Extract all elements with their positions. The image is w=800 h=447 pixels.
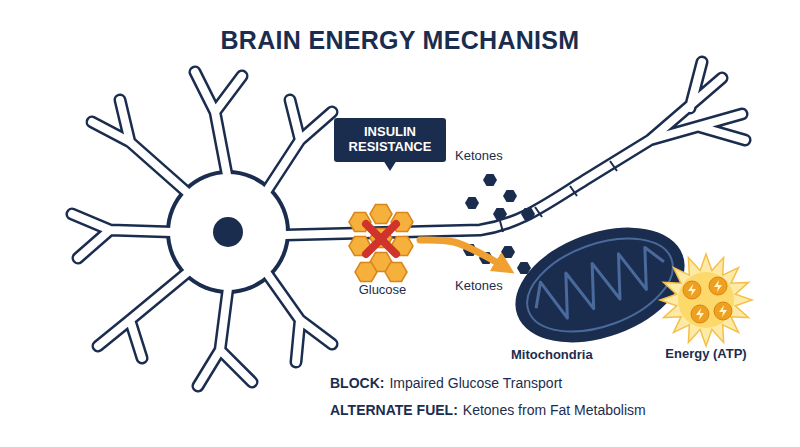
mitochondria-node: Mitochondria <box>505 215 690 365</box>
nucleus <box>213 217 243 247</box>
ketone-hexagon <box>503 190 517 202</box>
atp-bolt <box>691 305 709 323</box>
energy-burst <box>660 254 752 346</box>
drawing-part <box>198 288 252 386</box>
node-label: INSULIN RESISTANCE <box>341 125 439 155</box>
drawing-part <box>98 272 188 358</box>
drawing-part <box>366 224 396 254</box>
drawing-part <box>285 62 745 235</box>
glucose-hexagon <box>355 263 377 282</box>
atp-bolt <box>683 281 701 299</box>
bolt-shape <box>688 284 696 296</box>
burst-glow <box>678 272 734 328</box>
ketone-label: Ketones <box>455 278 503 293</box>
neuron-drawing <box>72 62 745 386</box>
drawing-part <box>266 100 332 192</box>
ketone-hexagon <box>493 208 507 220</box>
drawing-part <box>515 220 686 349</box>
glucose-hexagon <box>370 205 392 224</box>
atp-bolt <box>709 277 727 295</box>
drawing-part <box>266 272 332 362</box>
node-label: Energy (ATP) <box>655 347 757 362</box>
ketone-hexagon <box>501 246 515 258</box>
drawing-part <box>528 240 671 327</box>
bolt-circle <box>691 305 709 323</box>
atp-bolt <box>714 302 732 320</box>
drawing-part <box>195 72 242 180</box>
drawing-part <box>610 161 617 171</box>
node-label: Glucose <box>345 283 420 298</box>
legend-text: Impaired Glucose Transport <box>389 375 562 391</box>
energy-node: Energy (ATP) <box>655 258 757 364</box>
bolt-circle <box>683 281 701 299</box>
ketone-hexagon <box>483 174 497 186</box>
drawing-part <box>285 62 745 235</box>
ketone-hexagon <box>465 197 479 209</box>
drawing-part <box>570 186 577 196</box>
drawing-part <box>72 62 745 386</box>
bolt-shape <box>719 305 727 317</box>
bolt-circle <box>709 277 727 295</box>
callout-box: INSULIN RESISTANCE <box>334 118 446 162</box>
drawing-part <box>98 272 188 358</box>
drawing-part <box>500 221 503 232</box>
drawing-part <box>195 72 242 180</box>
ketone-hexagon <box>521 208 535 220</box>
glucose-hexagon <box>385 263 407 282</box>
burst-star <box>660 254 752 346</box>
drawing-part <box>266 272 332 362</box>
drawing-part <box>72 214 172 258</box>
bolt-shape <box>714 280 722 292</box>
drawing-part <box>72 214 172 258</box>
ketone-label: Ketones <box>455 148 503 163</box>
drawing-part <box>198 288 252 386</box>
drawing-part <box>535 207 542 217</box>
flow-arrow <box>420 240 505 268</box>
legend-key: BLOCK: <box>330 375 384 391</box>
drawing-part <box>72 62 745 386</box>
ketone-molecules <box>463 174 535 274</box>
diagram-title: BRAIN ENERGY MECHANISM <box>0 26 800 55</box>
drawing-part <box>266 100 332 192</box>
drawing-part <box>92 100 190 195</box>
legend-key: ALTERNATE FUEL: <box>330 402 458 418</box>
bolt-shape <box>696 308 704 320</box>
drawing-part <box>366 224 396 254</box>
node-label: Mitochondria <box>511 348 690 363</box>
drawing-part <box>92 100 190 195</box>
block-cross <box>366 224 396 254</box>
drawing-part <box>170 174 286 290</box>
legend-text: Ketones from Fat Metabolism <box>463 402 646 418</box>
drawing-part <box>500 161 617 232</box>
glucose-group: Glucose <box>345 200 420 300</box>
bolt-circle <box>714 302 732 320</box>
glucose-molecules <box>349 205 413 282</box>
